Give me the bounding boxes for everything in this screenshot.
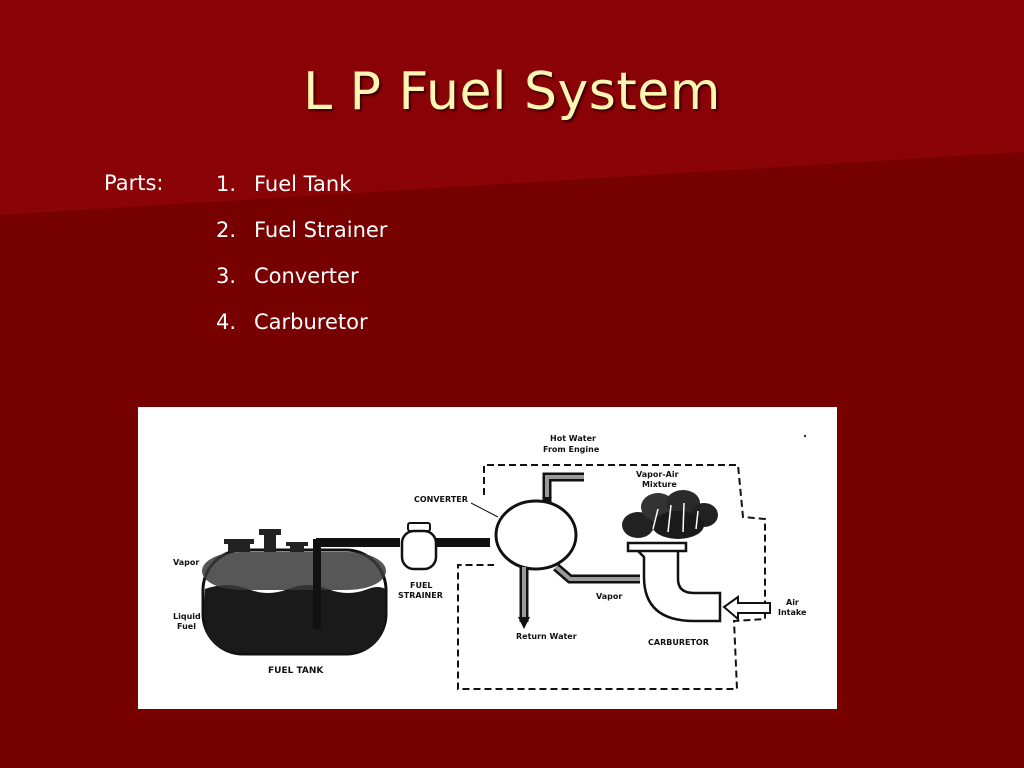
- fuel-line: [316, 538, 400, 547]
- label-fuel-strainer-2: STRAINER: [398, 591, 443, 600]
- fuel-strainer: [400, 522, 438, 571]
- list-item-number: 1.: [216, 172, 237, 196]
- label-fuel: Fuel: [177, 622, 196, 631]
- label-hot-water: Hot Water: [550, 434, 596, 443]
- fuel-system-diagram: Hot Water From Engine CONVERTER Vapor-Ai…: [138, 407, 837, 709]
- list-item: 3. Converter: [216, 263, 387, 309]
- label-fuel-strainer-1: FUEL: [410, 581, 433, 590]
- converter: [494, 499, 578, 571]
- label-converter: CONVERTER: [414, 495, 468, 504]
- list-item-number: 3.: [216, 264, 237, 288]
- dashed-outline: [457, 464, 766, 690]
- list-item-name: Fuel Tank: [254, 172, 352, 196]
- list-item-number: 4.: [216, 310, 237, 334]
- parts-label: Parts:: [104, 171, 164, 195]
- label-mixture: Mixture: [642, 480, 677, 489]
- label-return-water: Return Water: [516, 632, 577, 641]
- diagram-svg: Hot Water From Engine CONVERTER Vapor-Ai…: [173, 434, 807, 690]
- label-vapor-line: Vapor: [596, 592, 622, 601]
- slide-title: L P Fuel System: [303, 62, 721, 122]
- label-liquid: Liquid: [173, 612, 201, 621]
- carburetor: [626, 541, 722, 623]
- label-vapor: Vapor: [173, 558, 199, 567]
- list-item: 4. Carburetor: [216, 309, 387, 355]
- label-air: Air: [786, 598, 799, 607]
- air-intake-arrow: [722, 595, 771, 622]
- list-item-name: Carburetor: [254, 310, 368, 334]
- parts-list: 1.Fuel Tank 2.Fuel Strainer 3.Converter …: [216, 171, 387, 355]
- fuel-line: [430, 538, 490, 547]
- label-fuel-tank: FUEL TANK: [268, 666, 324, 676]
- vapor-air-cloud: [622, 490, 718, 539]
- list-item: 1. Fuel Tank: [216, 171, 387, 217]
- label-carburetor: CARBURETOR: [648, 638, 709, 647]
- label-vapor-air: Vapor-Air: [636, 470, 679, 479]
- list-item-name: Fuel Strainer: [254, 218, 388, 242]
- label-intake: Intake: [778, 608, 807, 617]
- list-item: 2. Fuel Strainer: [216, 217, 387, 263]
- label-from-engine: From Engine: [543, 445, 600, 454]
- liquid-fuel: [204, 585, 385, 653]
- list-item-number: 2.: [216, 218, 237, 242]
- hot-water-pipe: [542, 472, 584, 505]
- list-item-name: Converter: [254, 264, 359, 288]
- fuel-tank: [201, 529, 388, 656]
